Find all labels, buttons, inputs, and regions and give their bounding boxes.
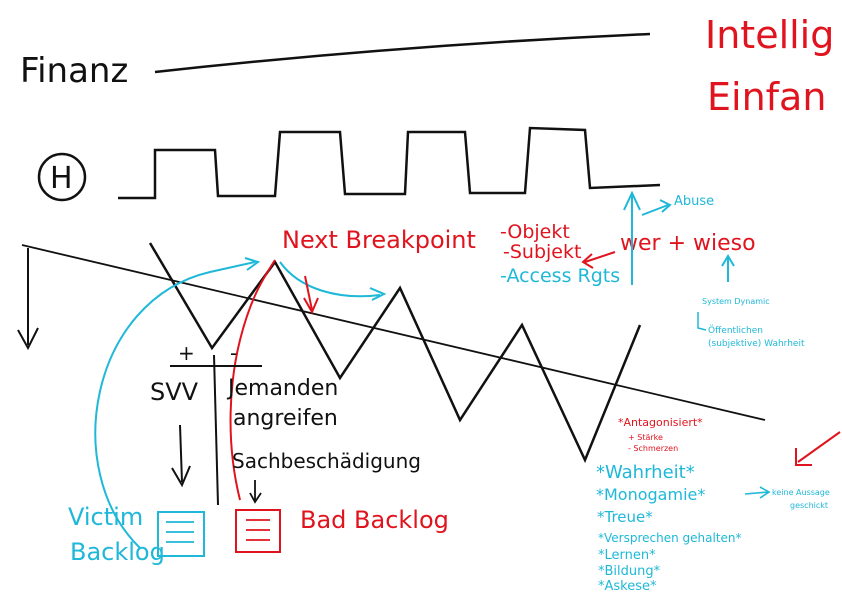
red-heading-2: Einfan bbox=[707, 75, 826, 119]
jemanden-label: Jemanden bbox=[226, 376, 338, 401]
versprechen-item: *Versprechen gehalten* bbox=[598, 531, 742, 545]
keine-aussage-label: keine Aussage bbox=[772, 488, 830, 497]
plus-label: + bbox=[178, 341, 195, 365]
victim-backlog-lines bbox=[166, 521, 194, 543]
triangle-wave bbox=[148, 242, 642, 464]
red-heading-1: Intellig bbox=[705, 13, 834, 57]
circle-symbol: H bbox=[50, 161, 73, 196]
victim-backlog-box bbox=[157, 511, 205, 557]
geschickt-label: geschickt bbox=[790, 501, 828, 510]
access-rights-label: -Access Rgts bbox=[500, 265, 620, 287]
wahrheit-item: *Wahrheit* bbox=[596, 462, 695, 483]
backlog-label: Backlog bbox=[70, 538, 165, 566]
small-down-arrow bbox=[249, 480, 262, 504]
bad-backlog-label: Bad Backlog bbox=[300, 506, 449, 534]
svv-label: SVV bbox=[150, 378, 199, 406]
diagonal-trend-line bbox=[21, 244, 766, 421]
schmerzen-label: - Schmerzen bbox=[628, 444, 678, 453]
cyan-arc-left bbox=[94, 257, 261, 549]
abuse-arrow bbox=[641, 199, 672, 216]
oeffentlichen-label: Öffentlichen bbox=[708, 325, 763, 336]
monogamie-item: *Monogamie* bbox=[596, 485, 705, 504]
bildung-item: *Bildung* bbox=[598, 564, 661, 579]
treue-item: *Treue* bbox=[597, 508, 653, 526]
cyan-arc-top bbox=[279, 261, 387, 301]
square-wave bbox=[118, 126, 661, 200]
bad-backlog-lines bbox=[246, 519, 270, 541]
antagonisiert-label: *Antagonisiert* bbox=[618, 416, 703, 429]
subjekt-label: -Subjekt bbox=[503, 241, 581, 263]
next-breakpoint-label: Next Breakpoint bbox=[282, 226, 476, 254]
subjektive-wahrheit-label: (subjektive) Wahrheit bbox=[708, 339, 805, 349]
up-arrow-to-abuse bbox=[623, 190, 641, 285]
bad-backlog-box bbox=[235, 509, 281, 553]
staerke-label: + Stärke bbox=[628, 433, 663, 442]
red-path bbox=[229, 259, 319, 501]
bracket-line bbox=[697, 312, 707, 331]
sachbeschaedigung-label: Sachbeschädigung bbox=[232, 449, 421, 473]
wer-wieso-label: wer + wieso bbox=[620, 231, 756, 256]
victim-label: Victim bbox=[68, 503, 143, 531]
subjekt-to-wer-arrow bbox=[581, 251, 616, 269]
svv-down-arrow bbox=[171, 424, 191, 488]
objekt-label: -Objekt bbox=[500, 221, 570, 243]
monogamie-arrow bbox=[744, 486, 771, 499]
askese-item: *Askese* bbox=[598, 579, 657, 594]
right-red-arrow bbox=[795, 431, 841, 466]
wieso-up-arrow bbox=[721, 254, 735, 282]
lernen-item: *Lernen* bbox=[598, 548, 656, 563]
t-chart-vertical bbox=[213, 354, 219, 506]
minus-label: - bbox=[230, 341, 237, 365]
abuse-label: Abuse bbox=[674, 194, 714, 209]
angreifen-label: angreifen bbox=[233, 406, 338, 431]
system-dynamic-label: System Dynamic bbox=[702, 297, 770, 306]
circled-h-icon bbox=[37, 152, 87, 202]
left-down-arrow bbox=[17, 248, 39, 351]
finanz-line bbox=[154, 32, 651, 74]
finanz-label: Finanz bbox=[20, 51, 128, 91]
